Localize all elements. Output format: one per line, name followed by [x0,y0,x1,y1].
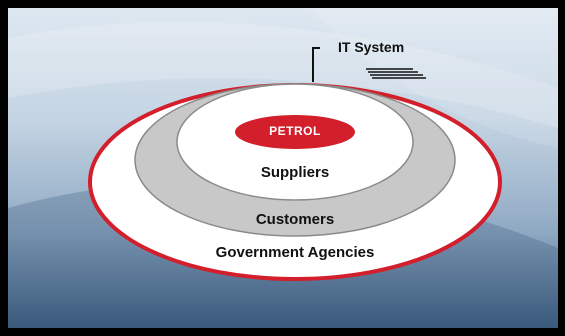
petrol-logo-text: PETROL [269,124,321,138]
lines-icon [366,68,426,79]
customers-label: Customers [255,211,335,228]
stakeholder-diagram [88,47,502,281]
government-agencies-label: Government Agencies [215,244,375,261]
petrol-logo-shape [235,115,355,149]
callout-line [312,47,320,82]
suppliers-label: Suppliers [260,164,330,181]
it-system-label: IT System [338,39,405,55]
slide: IT System PETROL Suppliers Customers Gov… [8,8,558,328]
